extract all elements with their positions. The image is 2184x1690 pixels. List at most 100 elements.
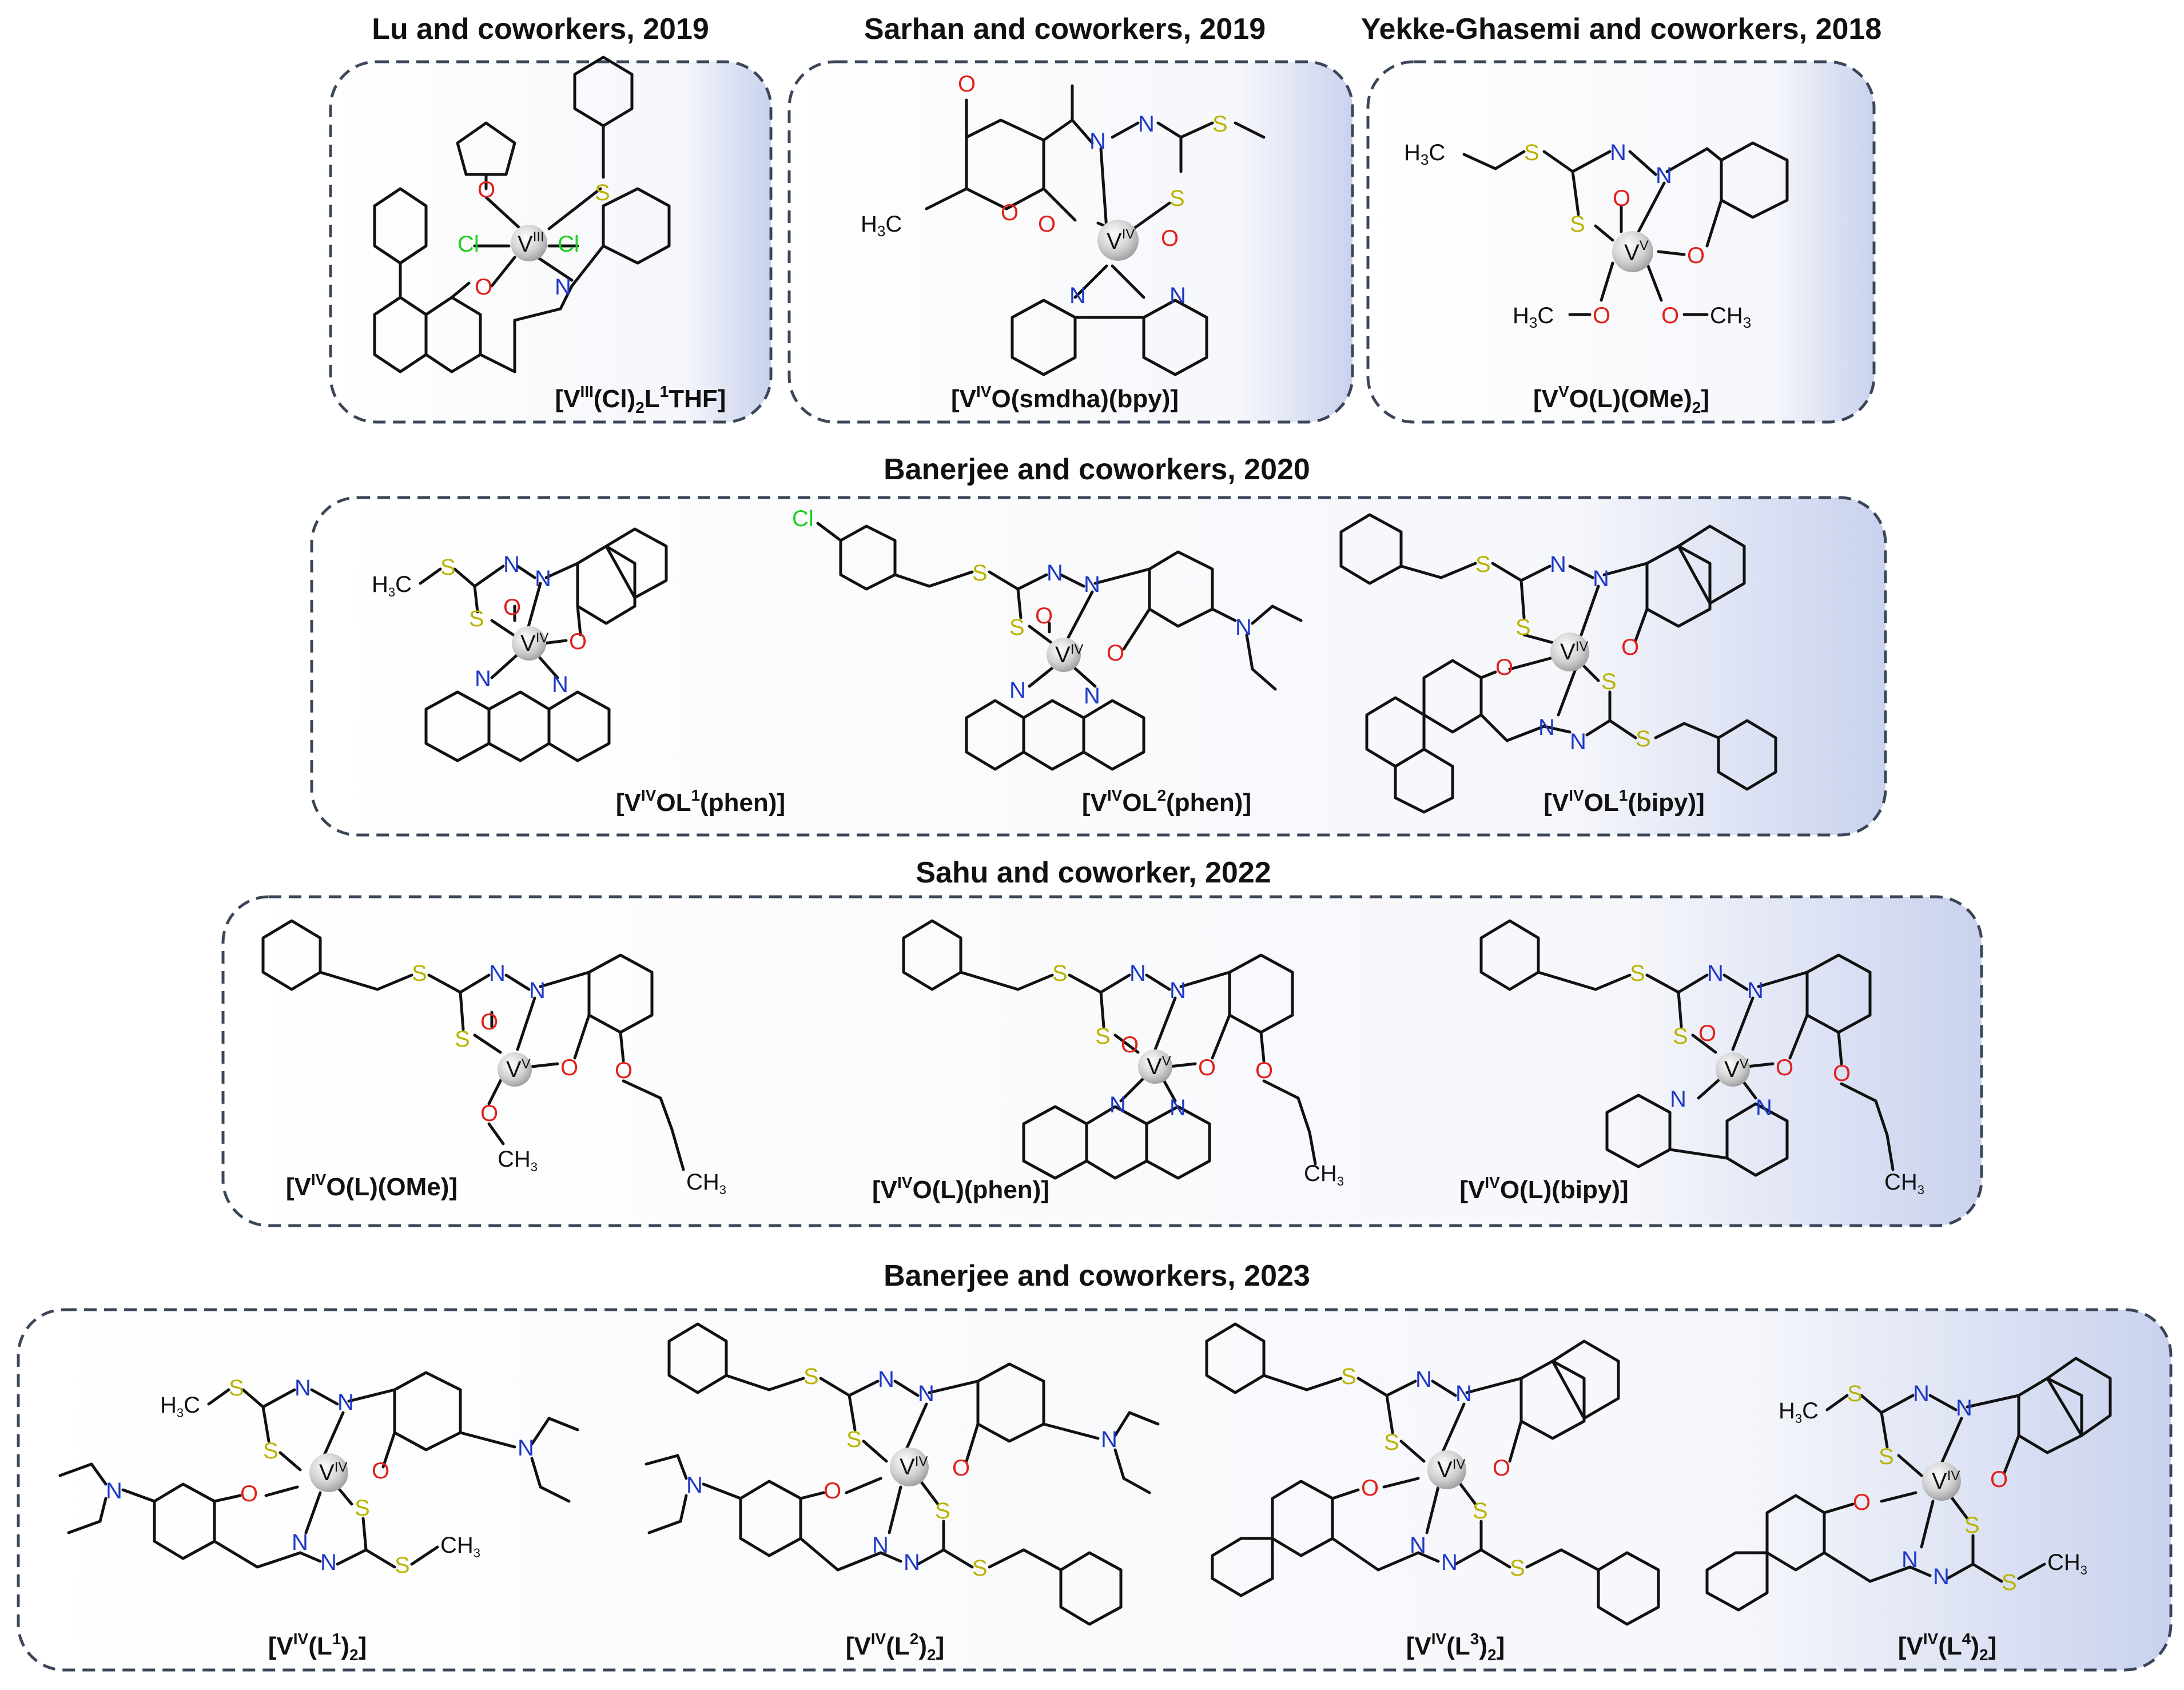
atom-n: N — [1747, 978, 1764, 1003]
atom-n: N — [1235, 615, 1252, 640]
metal-label: VIV — [1560, 639, 1588, 665]
metal-center — [1138, 1049, 1172, 1084]
atom-n: N — [1169, 1095, 1186, 1120]
atom-cl: Cl — [458, 232, 479, 257]
atom-n: N — [1084, 572, 1100, 597]
atom-s: S — [595, 180, 610, 205]
structure-v-iv-l3-2: S N N S O O S N N S VIV — [1205, 1322, 1660, 1626]
box-banerjee-2023 — [17, 1308, 2173, 1672]
metal-center — [512, 626, 546, 661]
caption-v-iii-cl2-l1-thf: [VIII(Cl)2L1THF] — [555, 383, 726, 416]
structure-v-iv-l1-2: H3C S N N S O N — [58, 1371, 579, 1578]
atom-o: O — [1853, 1490, 1871, 1515]
atom-n: N — [1109, 1092, 1126, 1118]
atom-n: N — [320, 1550, 337, 1575]
atom-s: S — [1052, 961, 1068, 986]
atom-h3c-label: H3C — [372, 572, 412, 599]
metal-label: VIV — [520, 630, 548, 656]
atom-ch3-label: CH3 — [1710, 303, 1751, 331]
atom-s: S — [803, 1364, 819, 1389]
caption-v-iv-o-l-bipy: [VIVO(L)(bipy)] — [1459, 1174, 1628, 1204]
atom-n: N — [535, 566, 551, 591]
atom-n: N — [1169, 978, 1186, 1003]
metal-label: VIV — [1055, 642, 1083, 667]
atom-ch3-label: CH3 — [440, 1533, 480, 1560]
atom-n: N — [918, 1381, 934, 1406]
atom-s: S — [1673, 1024, 1688, 1049]
atom-h3c-label: H3C — [160, 1393, 200, 1420]
atom-o: O — [475, 275, 492, 300]
atom-s: S — [263, 1438, 279, 1464]
atom-h3c-label: H3C — [1779, 1398, 1819, 1426]
atom-o: O — [1698, 1021, 1716, 1046]
atom-o: O — [1495, 655, 1513, 680]
atom-s: S — [1095, 1024, 1111, 1049]
atom-n: N — [1570, 729, 1586, 754]
metal-center — [890, 1448, 929, 1486]
atom-n: N — [295, 1375, 311, 1401]
metal-label: VV — [1147, 1053, 1171, 1079]
atom-h3c-label: H3C — [861, 212, 902, 240]
atom-cl: Cl — [792, 506, 814, 531]
atom-s: S — [935, 1498, 950, 1524]
atom-n: N — [1707, 961, 1724, 986]
structure-v-v-o-l-ome2: H3C S N N S O O O O H3C CH3 VV — [1404, 140, 1789, 331]
metal-center — [1550, 633, 1589, 671]
atom-n: N — [1047, 560, 1063, 586]
atom-o: O — [1107, 641, 1124, 666]
box-sarhan-2019 — [787, 60, 1354, 424]
box-banerjee-2020 — [310, 496, 1887, 837]
atom-o: O — [1038, 212, 1056, 237]
atom-o: O — [1361, 1476, 1379, 1501]
atom-s: S — [440, 555, 456, 580]
metal-center — [1047, 638, 1081, 672]
atom-s: S — [972, 560, 988, 586]
atom-ch3-label: CH3 — [498, 1147, 538, 1174]
atom-n: N — [1538, 715, 1555, 740]
metal-center — [1612, 231, 1653, 272]
atom-ch3-label: CH3 — [1304, 1161, 1344, 1188]
box-sahu-2022 — [221, 895, 1983, 1227]
structure-v-iv-ol1-phen: H3C S N N S O O N N VIV — [372, 527, 668, 762]
atom-s: S — [1524, 140, 1539, 165]
metal-label: VIII — [518, 229, 544, 257]
atom-o: O — [1687, 243, 1705, 268]
caption-v-iv-l3-2: [VIV(L3)2] — [1406, 1630, 1505, 1664]
atom-n: N — [518, 1435, 534, 1461]
caption-v-iv-o-l-ome: [VIVO(L)(OMe)] — [286, 1171, 458, 1201]
metal-label: VV — [1724, 1056, 1749, 1082]
atom-s: S — [1601, 669, 1617, 694]
atom-n: N — [686, 1473, 703, 1498]
atom-n: N — [1410, 1533, 1426, 1558]
metal-label: VIV — [900, 1454, 928, 1480]
structure-v-iv-o-l-ome: S N N S O O O O CH3 CH3 VV — [261, 919, 726, 1197]
atom-s: S — [1515, 615, 1531, 640]
atom-s: S — [1169, 186, 1185, 211]
metal-label: VIV — [1107, 226, 1135, 254]
caption-v-iv-ol1-bipy: [VIVOL1(bipy)] — [1543, 786, 1705, 817]
atom-s: S — [2002, 1570, 2017, 1595]
atom-o: O — [478, 177, 495, 202]
atom-o: O — [1493, 1456, 1510, 1481]
atom-s: S — [412, 961, 427, 986]
metal-center — [498, 1052, 532, 1087]
atom-n: N — [292, 1530, 308, 1555]
atom-n: N — [1129, 961, 1146, 986]
atom-o: O — [1661, 303, 1679, 328]
atom-s: S — [1847, 1381, 1863, 1406]
atom-n: N — [1550, 552, 1566, 577]
structure-v-iv-l4-2: H3C S N N S O O S N N S CH3 — [1705, 1357, 2112, 1612]
atom-o: O — [1776, 1055, 1793, 1080]
atom-n: N — [475, 666, 491, 691]
atom-h3c-label: H3C — [1513, 303, 1554, 331]
atom-n: N — [1670, 1087, 1686, 1112]
atom-o: O — [1161, 226, 1179, 251]
atom-s: S — [1510, 1556, 1525, 1581]
atom-n: N — [1101, 1427, 1117, 1452]
atom-o: O — [1255, 1058, 1273, 1083]
atom-o: O — [1621, 635, 1639, 660]
atom-n: N — [1089, 129, 1106, 154]
atom-n: N — [1069, 283, 1086, 308]
metal-center — [309, 1453, 348, 1492]
atom-n: N — [489, 961, 506, 986]
